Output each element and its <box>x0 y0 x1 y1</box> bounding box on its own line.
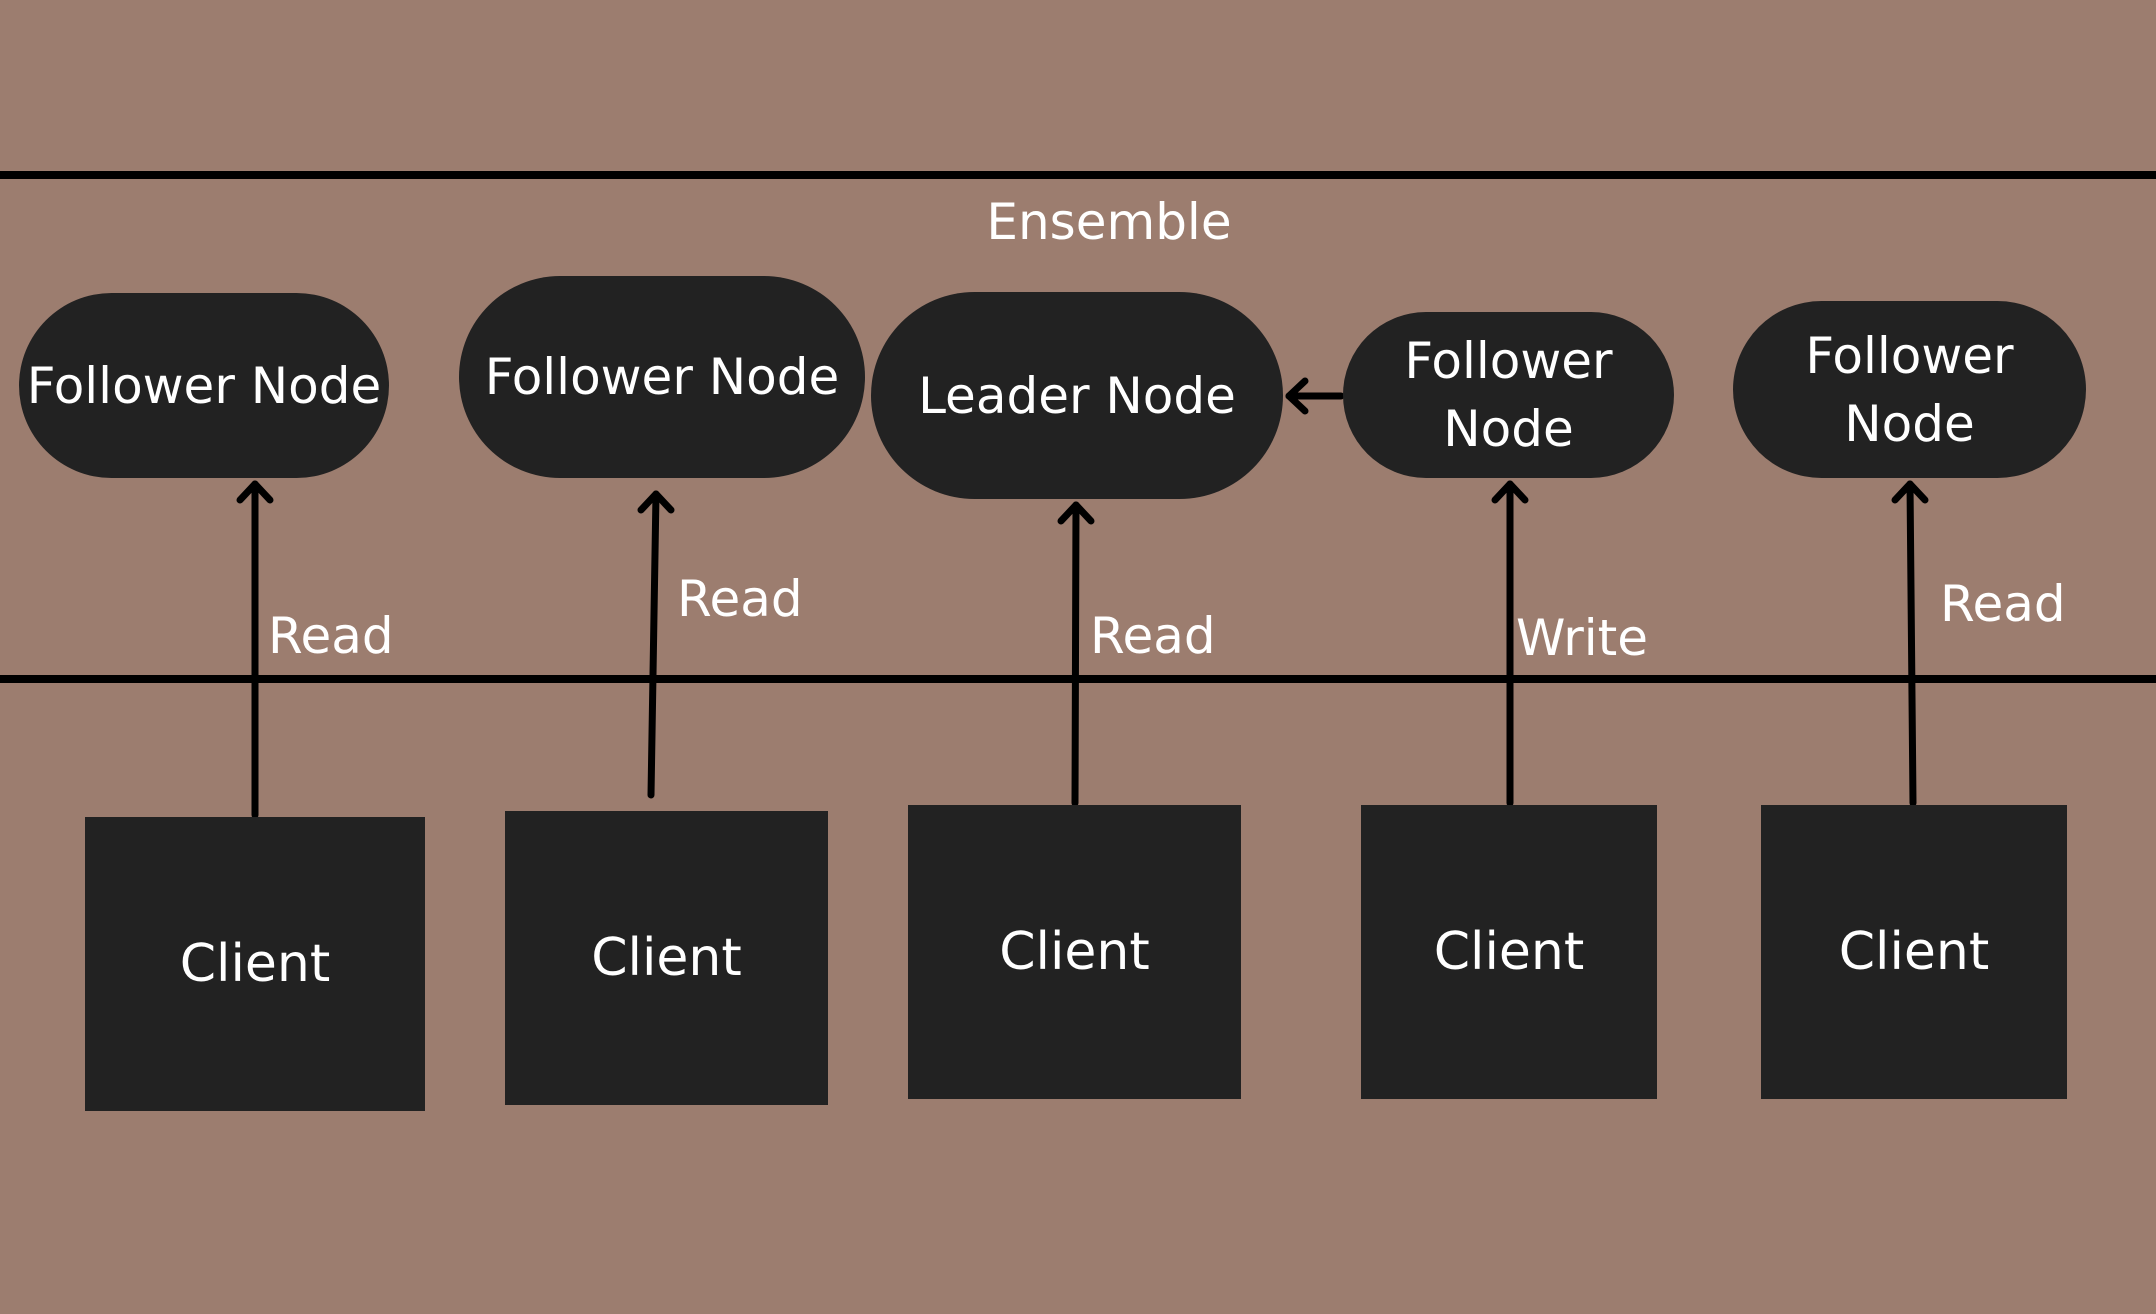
node-label: Follower Node <box>1404 332 1613 458</box>
follower-node-2: Follower Node <box>459 276 865 478</box>
arrow-node-4-to-node-3 <box>1285 377 1345 415</box>
node-label: Follower Node <box>484 348 840 406</box>
arrow-client-1-to-node-1 <box>236 480 274 819</box>
follower-node-3: Follower Node <box>1343 312 1674 478</box>
client-label: Client <box>591 928 742 988</box>
edge-label-read: Read <box>1090 607 1216 665</box>
edge-label-write: Write <box>1516 609 1649 667</box>
client-label: Client <box>179 934 331 994</box>
client-box-1: Client <box>85 817 425 1111</box>
node-label: Leader Node <box>918 366 1236 425</box>
node-label: Follower Node <box>26 356 382 415</box>
client-label: Client <box>999 922 1150 982</box>
ensemble-top-boundary <box>0 171 2156 179</box>
client-box-4: Client <box>1361 805 1657 1099</box>
client-box-2: Client <box>505 811 828 1105</box>
client-label: Client <box>1838 922 1990 982</box>
edge-label-read: Read <box>268 607 394 665</box>
follower-node-4: Follower Node <box>1733 301 2086 478</box>
edge-label-read: Read <box>677 570 803 628</box>
arrow-client-3-to-node-3 <box>1057 501 1095 807</box>
ensemble-label: Ensemble <box>986 193 1232 251</box>
arrow-client-2-to-node-2 <box>637 490 675 799</box>
ensemble-bottom-boundary <box>0 675 2156 683</box>
follower-node-1: Follower Node <box>19 293 389 478</box>
node-label: Follower Node <box>1805 326 2014 453</box>
client-box-5: Client <box>1761 805 2067 1099</box>
client-box-3: Client <box>908 805 1241 1099</box>
arrow-client-5-to-node-5 <box>1891 480 1929 807</box>
client-label: Client <box>1433 922 1585 982</box>
edge-label-read: Read <box>1940 575 2066 633</box>
leader-node: Leader Node <box>871 292 1283 499</box>
